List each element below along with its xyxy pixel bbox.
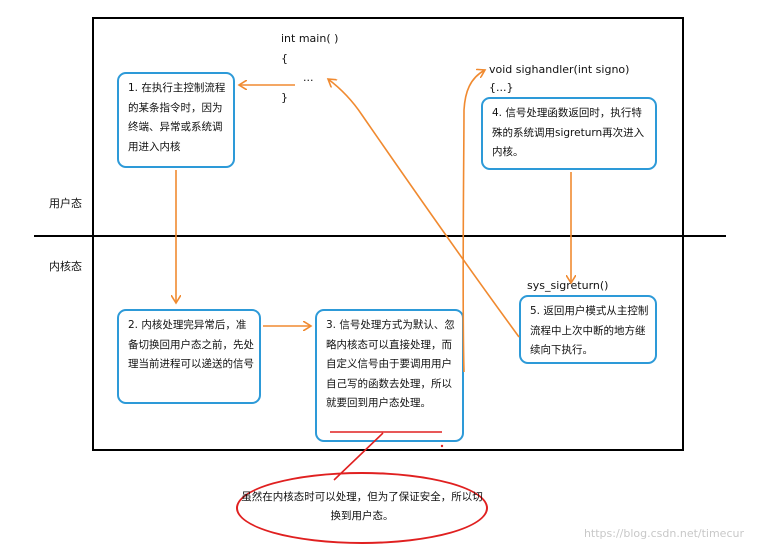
step-3-box: 3. 信号处理方式为默认、忽略内核态可以直接处理，而自定义信号由于要调用用户自己… — [315, 309, 464, 442]
step-3-text: 3. 信号处理方式为默认、忽略内核态可以直接处理，而自定义信号由于要调用用户自己… — [326, 319, 455, 409]
red-dot — [440, 444, 444, 448]
security-note-callout: 虽然在内核态时可以处理，但为了保证安全，所以切换到用户态。 — [236, 472, 488, 544]
callout-connector — [333, 432, 384, 481]
arrow-step5-to-main — [328, 79, 520, 338]
sys-sigreturn-label: sys_sigreturn() — [527, 279, 609, 292]
main-close-brace: } — [281, 91, 288, 104]
kernel-mode-label: 内核态 — [49, 260, 82, 273]
main-open-brace: { — [281, 52, 288, 65]
security-note-text: 虽然在内核态时可以处理，但为了保证安全，所以切换到用户态。 — [241, 491, 483, 522]
user-mode-label: 用户态 — [49, 197, 82, 210]
step-2-text: 2. 内核处理完异常后，准备切换回用户态之前，先处理当前进程可以递送的信号 — [128, 319, 254, 370]
step-5-text: 5. 返回用户模式从主控制流程中上次中断的地方继续向下执行。 — [530, 305, 649, 356]
sighandler-body: {...} — [489, 81, 514, 94]
diagram-frame — [92, 17, 684, 451]
step-1-text: 1. 在执行主控制流程的某条指令时，因为终端、异常或系统调用进入内核 — [128, 82, 226, 153]
step-4-box: 4. 信号处理函数返回时，执行特殊的系统调用sigreturn再次进入内核。 — [481, 97, 657, 170]
step-4-text: 4. 信号处理函数返回时，执行特殊的系统调用sigreturn再次进入内核。 — [492, 107, 645, 158]
main-ellipsis: ... — [303, 71, 314, 84]
sighandler-signature: void sighandler(int signo) — [489, 63, 630, 76]
arrow-step3-to-sighandler — [462, 70, 485, 373]
user-kernel-divider — [34, 235, 726, 237]
watermark: https://blog.csdn.net/timecur — [583, 527, 744, 540]
step-1-box: 1. 在执行主控制流程的某条指令时，因为终端、异常或系统调用进入内核 — [117, 72, 235, 168]
step-2-box: 2. 内核处理完异常后，准备切换回用户态之前，先处理当前进程可以递送的信号 — [117, 309, 261, 404]
step-5-box: 5. 返回用户模式从主控制流程中上次中断的地方继续向下执行。 — [519, 295, 657, 364]
main-signature: int main( ) — [281, 32, 339, 45]
